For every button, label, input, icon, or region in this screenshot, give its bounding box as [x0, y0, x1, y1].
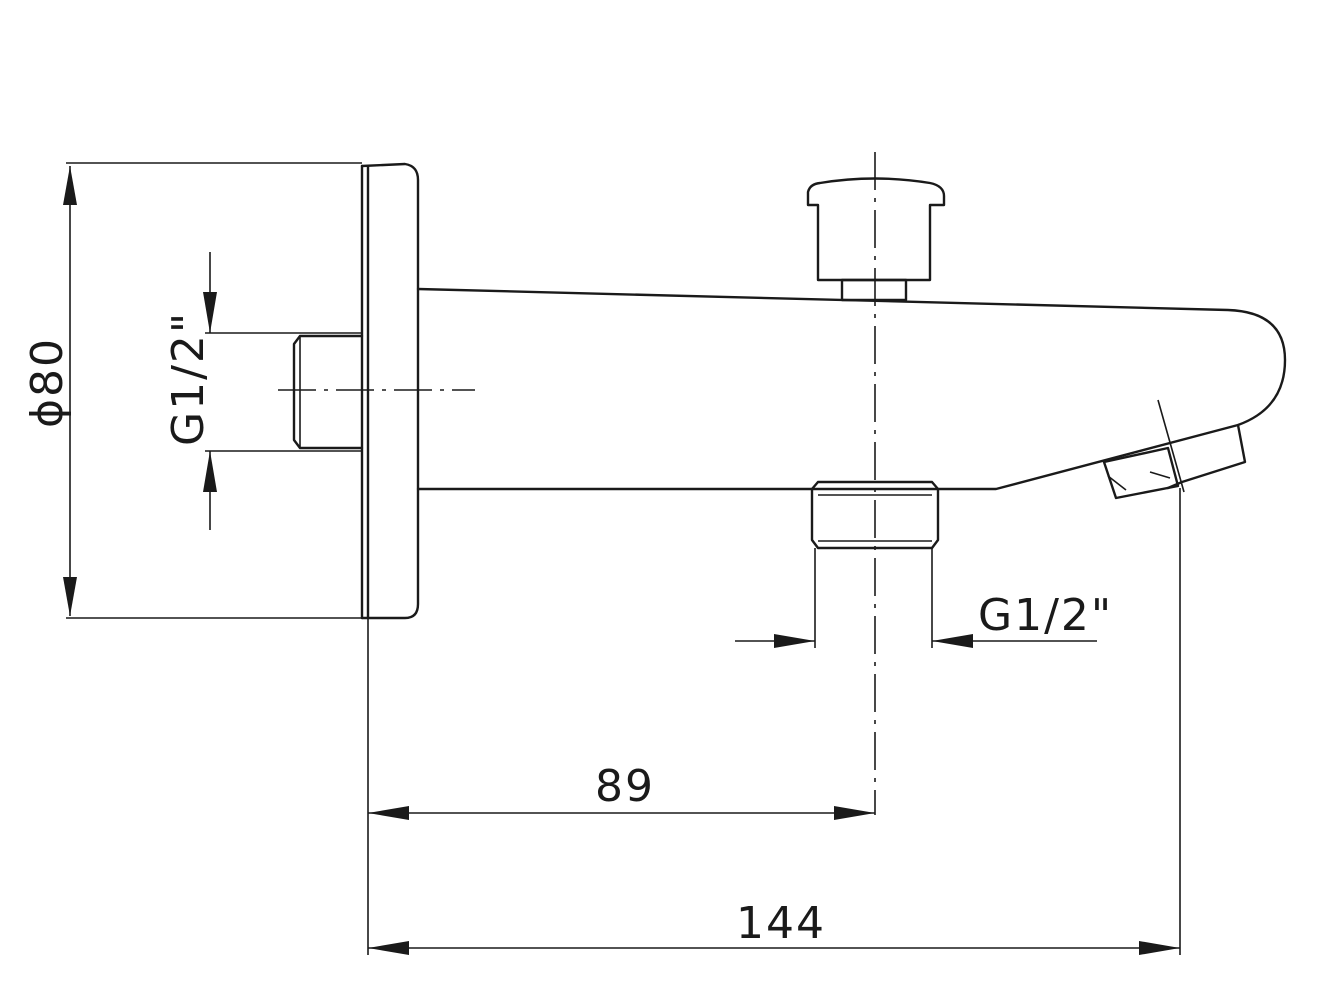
- center-distance-label: 89: [595, 761, 655, 812]
- outlet-thread-dimension: [735, 548, 1097, 648]
- centerlines: [278, 152, 876, 815]
- overall-length-dimension: [368, 941, 1180, 955]
- outlet-thread-label: G1/2": [978, 590, 1113, 641]
- diameter-label: ϕ80: [22, 337, 73, 428]
- inlet-thread-dimension: [203, 252, 362, 530]
- overall-length-label: 144: [736, 898, 826, 949]
- center-distance-dimension: [368, 806, 875, 820]
- extension-lines: [367, 488, 1181, 955]
- inlet-thread-stub: [292, 334, 364, 450]
- inlet-thread-label: G1/2": [163, 311, 214, 446]
- wall-flange: [360, 162, 420, 620]
- diverter-knob: [806, 177, 946, 302]
- outlet-thread: [810, 480, 940, 550]
- spout-body: [416, 287, 1287, 500]
- diameter-dimension: [63, 162, 362, 619]
